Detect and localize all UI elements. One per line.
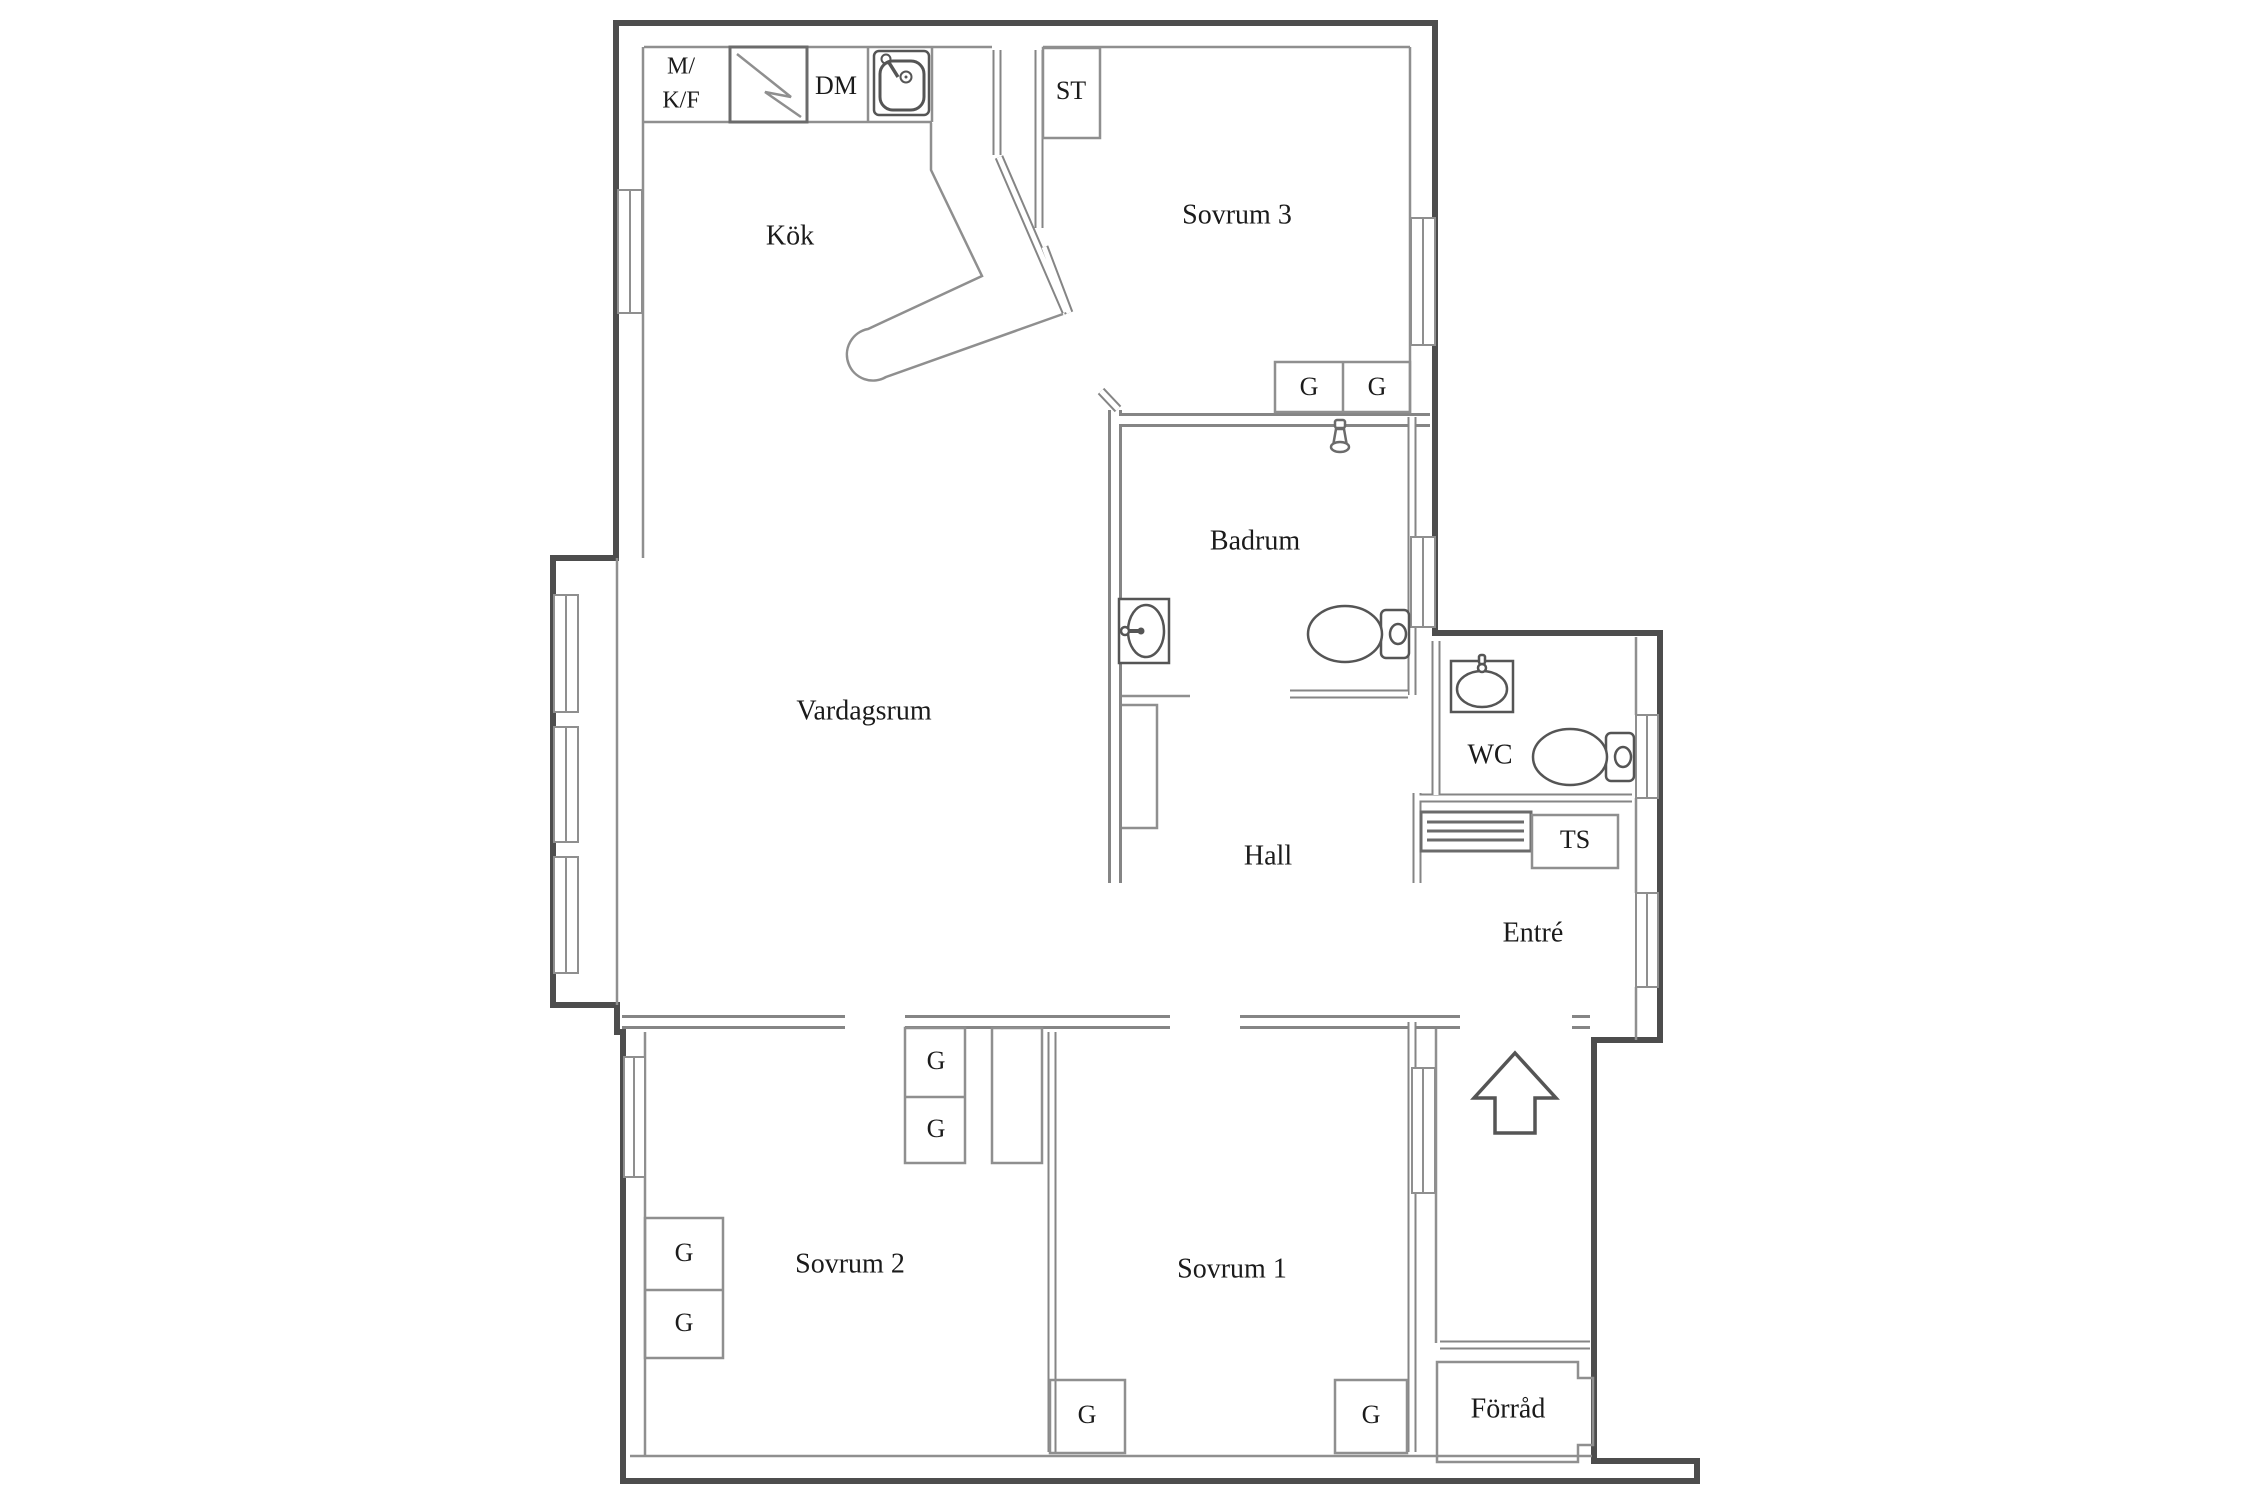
room-label-wc: WC (1467, 739, 1512, 770)
room-label-entry: Entré (1503, 917, 1564, 948)
closet-unlabelled (990, 1026, 1044, 1165)
wardrobe-bedroom2-left (643, 1216, 725, 1360)
window-icon (553, 594, 579, 713)
room-label-living-room: Vardagsrum (796, 695, 932, 726)
shower-icon (1329, 418, 1351, 454)
drying-cabinet-label: TS (1560, 825, 1590, 854)
kitchen-peninsula (845, 123, 1064, 382)
window-icon (1635, 892, 1659, 988)
entry-arrow-icon (1470, 1050, 1560, 1135)
wardrobes (643, 360, 1412, 1455)
toilet-icon (1306, 604, 1411, 664)
fridge-freezer-label-line1: M/ (667, 54, 695, 80)
wardrobe-bedroom2-right (903, 1026, 967, 1165)
window-icon (553, 856, 579, 974)
room-label-storage: Förråd (1471, 1393, 1546, 1424)
washbasin-icon (1449, 653, 1515, 714)
wardrobe-label: G (1362, 1400, 1381, 1429)
window-icon (1410, 536, 1436, 628)
wardrobe-label: G (1368, 372, 1387, 401)
bathroom-nook-closet (1122, 694, 1190, 830)
cleaning-cabinet-box (1041, 46, 1102, 140)
cleaning-cabinet-label: ST (1056, 76, 1086, 105)
dishwasher-label: DM (815, 71, 857, 100)
window-icon (1635, 714, 1659, 799)
wardrobe-label: G (927, 1114, 946, 1143)
wardrobe-bedroom3 (1273, 360, 1412, 414)
wardrobe-label: G (927, 1046, 946, 1075)
wardrobe-label: G (675, 1308, 694, 1337)
room-label-hall: Hall (1244, 840, 1292, 871)
room-label-bedroom1: Sovrum 1 (1177, 1253, 1287, 1284)
window-icon (623, 1056, 646, 1178)
room-label-bedroom2: Sovrum 2 (795, 1248, 905, 1279)
kitchen-sink-icon (872, 49, 931, 117)
stove-icon (728, 45, 809, 124)
fridge-freezer-label-line2: K/F (662, 88, 699, 114)
interior-walls-small (992, 50, 1632, 1452)
window-icon (1410, 217, 1436, 346)
wardrobe-label: G (1300, 372, 1319, 401)
hat-shelf-icon (1419, 810, 1533, 853)
toilet-icon (1531, 727, 1636, 787)
window-icon (553, 726, 579, 843)
wardrobe-bedroom1-right (1333, 1378, 1409, 1455)
interior-walls-medium (622, 410, 1590, 1029)
window-icon (617, 189, 643, 314)
room-label-bathroom: Badrum (1210, 525, 1300, 556)
outer-wall (550, 20, 1700, 1484)
window-icon (1411, 1067, 1436, 1194)
washbasin-icon (1117, 597, 1171, 665)
room-label-bedroom3: Sovrum 3 (1182, 199, 1292, 230)
wardrobe-bedroom1-left (1048, 1378, 1127, 1455)
windows (553, 189, 1659, 1194)
drying-cabinet-box (1530, 813, 1620, 870)
room-label-kitchen: Kök (766, 220, 814, 251)
wardrobe-label: G (675, 1238, 694, 1267)
wardrobe-label: G (1078, 1400, 1097, 1429)
storage-room (1435, 1360, 1595, 1464)
